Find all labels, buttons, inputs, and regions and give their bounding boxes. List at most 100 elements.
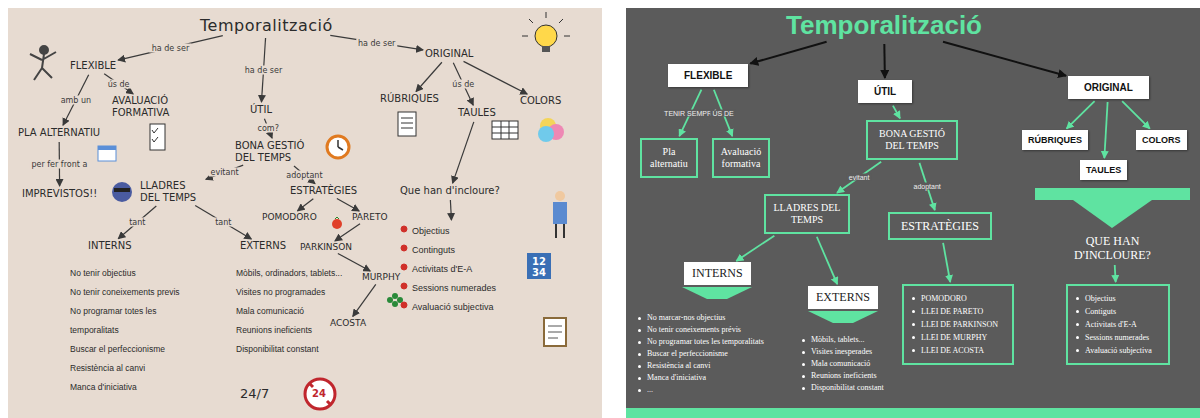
bullet-dot <box>638 389 641 392</box>
thief-icon-part <box>112 182 132 202</box>
bullet-row: Manca d'iniciativa <box>636 372 801 384</box>
list-item: Activitats d'E-A <box>1085 318 1137 331</box>
node-text: EXTERNS <box>240 240 286 252</box>
list-item: Objectius <box>412 222 496 241</box>
table-icon <box>492 121 518 139</box>
concept-word: INTERNS <box>88 240 132 252</box>
bullet-dot <box>802 375 805 378</box>
connector-arrow <box>736 236 774 261</box>
node-text: INTERNS <box>692 266 743 281</box>
edge-label: ha de ser <box>243 65 284 74</box>
edge-label: amb un <box>59 95 93 104</box>
branch-word: FLEXIBLE <box>70 60 116 72</box>
connector-arrow <box>104 74 133 94</box>
bullet-dot <box>1076 336 1079 339</box>
checklist-icon <box>150 124 165 150</box>
bullet-dot <box>638 353 641 356</box>
connector-arrow <box>893 106 900 119</box>
bullet-row: No programar totes les temporalitats <box>636 336 801 348</box>
list-item: Objectius <box>1085 292 1116 305</box>
checklist-icon-part <box>152 128 158 142</box>
bullet-row: ... <box>636 384 801 396</box>
concept-word: BONA GESTIÓ DEL TEMPS <box>235 140 320 164</box>
thief-icon <box>112 182 132 202</box>
node-text: POMODORO <box>262 212 317 222</box>
node-text: ÚTIL <box>250 104 272 116</box>
connector-arrow <box>943 42 1066 76</box>
pushpins <box>401 226 407 308</box>
edge-label: ús de <box>106 79 132 88</box>
clipboard-icon <box>544 318 566 346</box>
bullet-dot <box>802 339 805 342</box>
bullet-row: Reunions ineficients <box>800 370 912 382</box>
bullet-dot <box>912 349 915 352</box>
green-box: LLADRES DEL TEMPS <box>764 194 850 234</box>
white-box: TAULES <box>1080 160 1127 180</box>
connector-arrow <box>118 206 156 239</box>
list-item: Manca d'iniciativa <box>70 378 205 397</box>
connector-arrow <box>817 237 837 284</box>
list-item: No programar totes les temporalitats <box>647 336 764 348</box>
yoga-figure-part <box>40 46 48 54</box>
list-item: Resistència al canvi <box>70 359 205 378</box>
list-item: Manca d'iniciativa <box>647 372 706 384</box>
bullet-row: Sessions numerades <box>1074 331 1162 344</box>
node-text: RÚBRIQUES <box>380 93 439 105</box>
green-box: ESTRATÈGIES <box>888 212 992 240</box>
question-word: Que han d'incloure? <box>400 185 500 197</box>
list-item: No marcar-nos objectius <box>647 312 725 324</box>
connector-arrow <box>1122 101 1150 128</box>
bullet-dot <box>1076 349 1079 352</box>
clipboard-icon-part <box>544 318 566 346</box>
bullet-dot <box>802 363 805 366</box>
edge-label: tant <box>213 218 233 227</box>
node-text: AVALUACIÓ FORMATIVA <box>112 95 192 119</box>
white-box: ORIGINAL <box>1068 76 1149 99</box>
list-item: No tenir coneixements prévis <box>647 324 741 336</box>
list-item: LLEI DE MURPHY <box>921 331 987 344</box>
lightbulb-icon-part <box>542 46 550 52</box>
connector-arrow <box>883 44 886 78</box>
green-box: BONA GESTIÓ DEL TEMPS <box>866 120 958 160</box>
concept-word: LLADRES DEL TEMPS <box>140 180 205 204</box>
connector-arrow <box>464 61 528 94</box>
bullet-dot <box>912 310 915 313</box>
connector-arrow <box>750 42 826 64</box>
node-text: COLORS <box>520 95 561 107</box>
list-item: No programar totes les temporalitats <box>70 302 205 340</box>
no-24-phone-icon <box>305 379 335 409</box>
edge-label: adoptant <box>284 170 324 179</box>
connector-arrow <box>450 200 451 220</box>
bullet-row: POMODORO <box>910 292 1006 305</box>
green-box: Avaluació formativa <box>712 138 770 178</box>
concept-word: ESTRATÈGIES <box>290 185 357 197</box>
node-text: LLADRES DEL TEMPS <box>770 202 844 226</box>
bullet-row: Activitats d'E-A <box>1074 318 1162 331</box>
calendar-icon <box>98 146 116 161</box>
pushpins-part <box>401 245 407 251</box>
calendar-icon-part <box>98 146 116 150</box>
list-item: Continguts <box>412 241 496 260</box>
list-item: ... <box>647 384 653 396</box>
list-item: Contiguts <box>1085 305 1116 318</box>
checklist-icon-part <box>150 124 165 150</box>
clover-icon-part <box>392 301 398 307</box>
bullet-row: LLEI DE MURPHY <box>910 331 1006 344</box>
branch-word: ORIGINAL <box>425 48 473 60</box>
bullet-row: Avaluació subjectiva <box>1074 344 1162 357</box>
white-box: RÚBRIQUES <box>1022 130 1088 150</box>
bullet-row: Disponibilitat constant <box>800 382 912 394</box>
clover-icon-part <box>387 297 393 303</box>
banner-box: INTERNS <box>684 262 751 285</box>
banner-shape <box>1035 188 1190 230</box>
bullet-dot <box>1076 297 1079 300</box>
item-list: ObjectiusContingutsActivitats d'E-ASessi… <box>412 222 496 317</box>
no-24-phone-icon-part <box>305 379 335 409</box>
edge-label: com? <box>256 124 281 133</box>
banner-box: EXTERNS <box>808 286 878 309</box>
clover-icon-part <box>392 293 398 299</box>
color-wheel-icon-part <box>538 126 554 142</box>
strategy-word: POMODORO <box>262 212 317 222</box>
pointer-banner: QUE HAN D'INCLOURE? <box>1035 188 1190 262</box>
list-item: Disponibilitat constant <box>236 340 354 359</box>
